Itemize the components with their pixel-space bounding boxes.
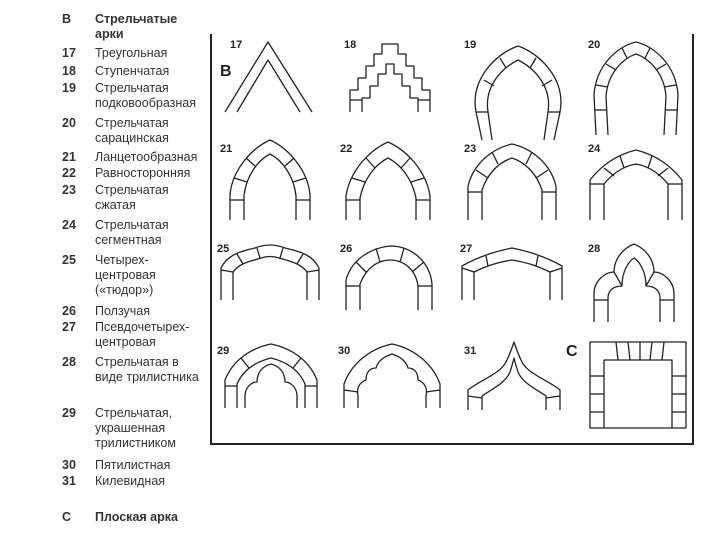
figure-number: 21 xyxy=(220,143,232,155)
board-frame xyxy=(210,34,694,445)
legend-item-number: 17 xyxy=(62,46,76,60)
flat-arch xyxy=(589,341,687,429)
horseshoe-pointed-arch xyxy=(474,45,562,141)
figure-number: 29 xyxy=(217,345,229,357)
section-letter: B xyxy=(220,63,232,80)
figure-number: 28 xyxy=(588,243,600,255)
legend-footer-title: Плоская арка xyxy=(95,510,178,524)
legend-item-number: 26 xyxy=(62,304,76,318)
trefoil-pointed-arch xyxy=(593,243,675,322)
figure-22: 22 xyxy=(340,141,431,220)
figure-number: 31 xyxy=(464,345,476,357)
legend-item-label: Ланцетообразная xyxy=(95,150,198,164)
legend-header-letter: B xyxy=(62,12,72,26)
figure-number: 17 xyxy=(230,39,242,51)
legend-item-label: Килевидная xyxy=(95,474,166,488)
stepped-arch xyxy=(349,43,431,112)
legend-item-label: Стрельчатая сарацинская xyxy=(95,116,169,145)
legend-header-title: Стрельчатые арки xyxy=(95,12,178,41)
figure-18: 18 xyxy=(344,39,431,112)
figure-number: 20 xyxy=(588,39,600,51)
figure-number: 30 xyxy=(338,345,350,357)
legend-item-number: 22 xyxy=(62,166,76,180)
legend-item-label: Стрельчатая, украшенная трилистником xyxy=(95,406,176,450)
legend-item-label: Ступенчатая xyxy=(95,64,170,78)
pseudo-tudor-arch xyxy=(461,247,563,300)
legend-item-label: Псевдочетырех-центровая xyxy=(95,320,190,349)
legend-item-number: 21 xyxy=(62,150,76,164)
legend-item-number: 31 xyxy=(62,474,76,488)
lancet-arch xyxy=(229,139,311,220)
legend-item-label: Четырех-центровая («тюдор») xyxy=(95,253,156,297)
legend-item-label: Треугольная xyxy=(95,46,168,60)
legend-item-label: Равносторонняя xyxy=(95,166,191,180)
legend-item-number: 20 xyxy=(62,116,76,130)
figure-20: 20 xyxy=(588,39,679,136)
figure-number: 22 xyxy=(340,143,352,155)
legend-item-label: Стрельчатая подковообразная xyxy=(95,81,196,110)
legend-item-number: 18 xyxy=(62,64,76,78)
ogee-arch xyxy=(467,341,561,410)
figure-26: 26 xyxy=(340,243,433,310)
figure-number: 26 xyxy=(340,243,352,255)
figure-24: 24 xyxy=(588,143,683,220)
legend-item-label: Пятилистная xyxy=(95,458,171,472)
trefoil-decorated-arch xyxy=(224,343,318,408)
equilateral-arch xyxy=(345,141,431,220)
figure-19: 19 xyxy=(464,39,562,141)
figure-number: 27 xyxy=(460,243,472,255)
legend-item-label: Стрельчатая сжатая xyxy=(95,183,169,212)
legend-item-number: 23 xyxy=(62,183,76,197)
figure-number: 19 xyxy=(464,39,476,51)
legend-item-number: 28 xyxy=(62,355,76,369)
figure-25: 25 xyxy=(217,243,320,300)
figure-number: 23 xyxy=(464,143,476,155)
legend-item-number: 29 xyxy=(62,406,76,420)
legend-panel: B Стрельчатые арки 17 Треугольная 18 Сту… xyxy=(0,0,210,540)
legend-item-label: Стрельчатая сегментная xyxy=(95,218,169,247)
figure-27: 27 xyxy=(460,243,563,300)
figure-29: 29 xyxy=(217,343,318,408)
legend-item-number: 30 xyxy=(62,458,76,472)
saracen-arch xyxy=(593,41,679,136)
legend-item-number: 19 xyxy=(62,81,76,95)
legend-item-number: 25 xyxy=(62,253,76,267)
figure-flat: C xyxy=(566,341,687,429)
legend-item-label: Стрельчатая в виде трилистника xyxy=(95,355,199,384)
figure-number: 24 xyxy=(588,143,601,155)
figure-21: 21 xyxy=(220,139,311,220)
figure-23: 23 xyxy=(464,143,557,220)
legend-item-label: Ползучая xyxy=(95,304,151,318)
cinquefoil-arch xyxy=(343,343,441,408)
figure-17: 17 xyxy=(224,39,313,113)
legend-item-number: 24 xyxy=(62,218,76,232)
triangular-arch xyxy=(224,41,313,113)
flat-arch-letter: C xyxy=(566,343,578,360)
figure-31: 31 xyxy=(464,341,561,410)
legend-item-number: 27 xyxy=(62,320,76,334)
figure-30: 30 xyxy=(338,343,441,408)
tudor-arch xyxy=(220,244,320,300)
legend-footer-letter: C xyxy=(62,510,72,524)
figure-number: 25 xyxy=(217,243,229,255)
depressed-pointed-arch xyxy=(467,143,557,220)
rampant-arch xyxy=(345,245,433,310)
segmental-pointed-arch xyxy=(589,149,683,220)
figure-number: 18 xyxy=(344,39,356,51)
figure-28: 28 xyxy=(588,243,675,322)
